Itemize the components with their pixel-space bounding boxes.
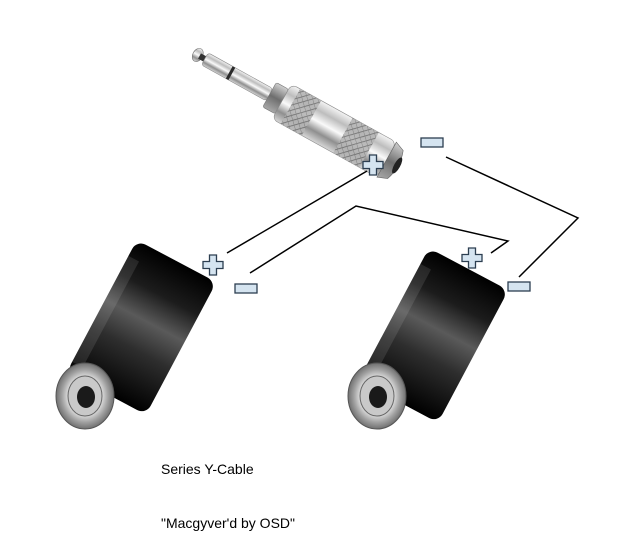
wire-plug-minus-to-right-minus (445, 156, 580, 278)
polarity-signs (202, 137, 531, 294)
caption: Series Y-Cable "Macgyver'd by OSD" (161, 424, 295, 550)
female-jack-icon (347, 251, 505, 430)
caption-line-1: Series Y-Cable (161, 461, 254, 477)
minus-sign-icon (420, 137, 444, 148)
minus-sign-icon (507, 281, 531, 292)
wire-plug-plus-to-left-plus (226, 170, 368, 254)
wire-left-minus-to-right-plus (249, 205, 510, 274)
female-jack-icon (55, 243, 213, 430)
plus-sign-icon (461, 247, 483, 269)
caption-line-2: "Macgyver'd by OSD" (161, 515, 295, 531)
plus-sign-icon (362, 154, 384, 176)
quarter-inch-plug-icon (191, 48, 404, 179)
minus-sign-icon (234, 283, 258, 294)
wiring (226, 156, 580, 278)
series-y-cable-diagram (55, 48, 580, 430)
plus-sign-icon (202, 254, 224, 276)
